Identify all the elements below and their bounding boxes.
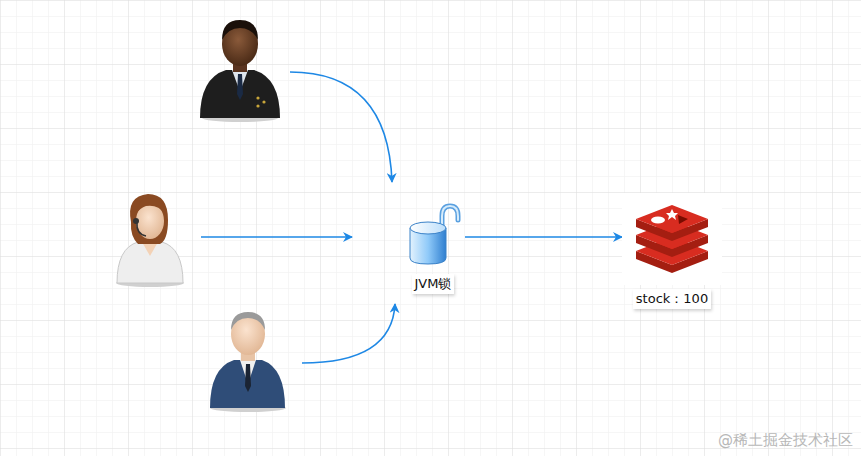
person-icon [210,312,286,412]
flow-arrow [290,72,392,182]
redis-node: stock：100 [620,193,724,309]
flow-arrow [465,236,622,238]
lock-node: JVM锁 [395,200,471,294]
person-icon [200,20,280,122]
watermark: @稀土掘金技术社区 [718,431,853,450]
node-label: stock：100 [633,289,711,309]
person-icon [116,194,184,287]
flow-arrow [201,236,352,238]
node-label: JVM锁 [412,274,455,294]
flow-arrow [302,304,395,363]
